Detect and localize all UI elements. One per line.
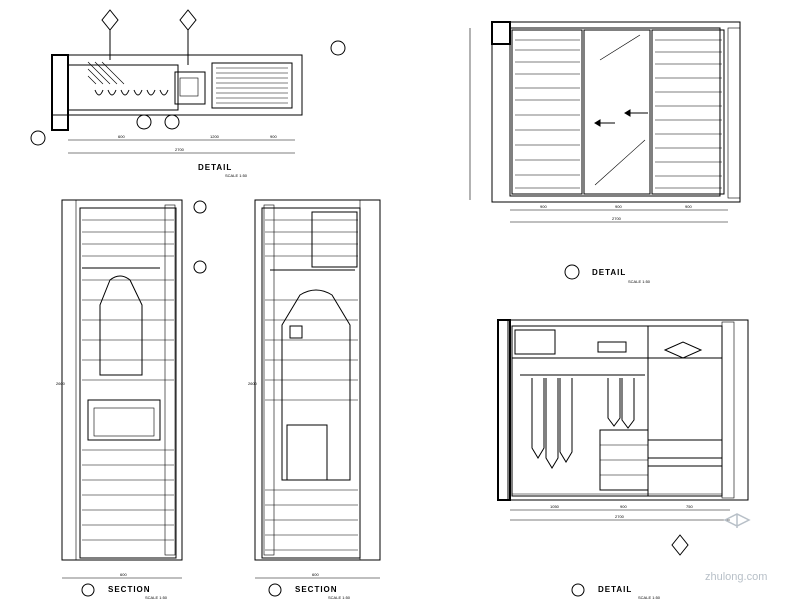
watermark-text: zhulong.com <box>705 571 767 583</box>
elev-top-dim-total: 2700 <box>612 216 622 221</box>
coat-mid <box>281 289 351 481</box>
coat-left <box>99 275 143 376</box>
elev-bottom-title: DETAIL <box>598 585 632 594</box>
section-left-title: SECTION <box>108 585 151 594</box>
watermark: zhulong.com <box>705 513 767 583</box>
plan-dim-1: 600 <box>118 134 125 139</box>
section-left: 600 2600 SECTION SCALE 1:50 <box>56 199 207 600</box>
elev-top-dim-1: 900 <box>540 204 547 209</box>
hanging-clothes <box>531 378 635 469</box>
elev-bottom-dim-total: 2700 <box>615 514 625 519</box>
plan-dim-total: 2700 <box>175 147 185 152</box>
plan-hangers <box>94 89 169 96</box>
plan-detail: 600 1200 900 2700 DETAIL SCALE 1:50 <box>30 9 346 178</box>
elev-bottom-dim-2: 900 <box>620 504 627 509</box>
elev-bottom-dim-1: 1050 <box>550 504 560 509</box>
elev-top-scale: SCALE 1:50 <box>628 279 651 284</box>
plan-dim-2: 1200 <box>210 134 220 139</box>
section-mid-title: SECTION <box>295 585 338 594</box>
elev-top-title: DETAIL <box>592 268 626 277</box>
section-mid-height: 2600 <box>248 381 258 386</box>
section-mid: 600 2600 SECTION SCALE 1:50 <box>248 199 381 600</box>
section-mid-width: 600 <box>312 572 319 577</box>
elev-bottom-dim-3: 750 <box>686 504 693 509</box>
elev-top-dim-2: 900 <box>615 204 622 209</box>
section-left-height: 2600 <box>56 381 66 386</box>
elev-top-dim-3: 900 <box>685 204 692 209</box>
plan-scale: SCALE 1:50 <box>225 173 248 178</box>
elevation-top-detail: 900 900 900 2700 DETAIL SCALE 1:50 <box>469 21 741 284</box>
elev-bottom-scale: SCALE 1:50 <box>638 595 661 600</box>
section-mid-scale: SCALE 1:50 <box>328 595 351 600</box>
elevation-bottom-detail: 1050 900 750 2700 DETAIL SCALE 1:50 <box>497 319 749 600</box>
plan-dim-3: 900 <box>270 134 277 139</box>
plan-title: DETAIL <box>198 163 232 172</box>
section-left-scale: SCALE 1:50 <box>145 595 168 600</box>
section-left-width: 600 <box>120 572 127 577</box>
